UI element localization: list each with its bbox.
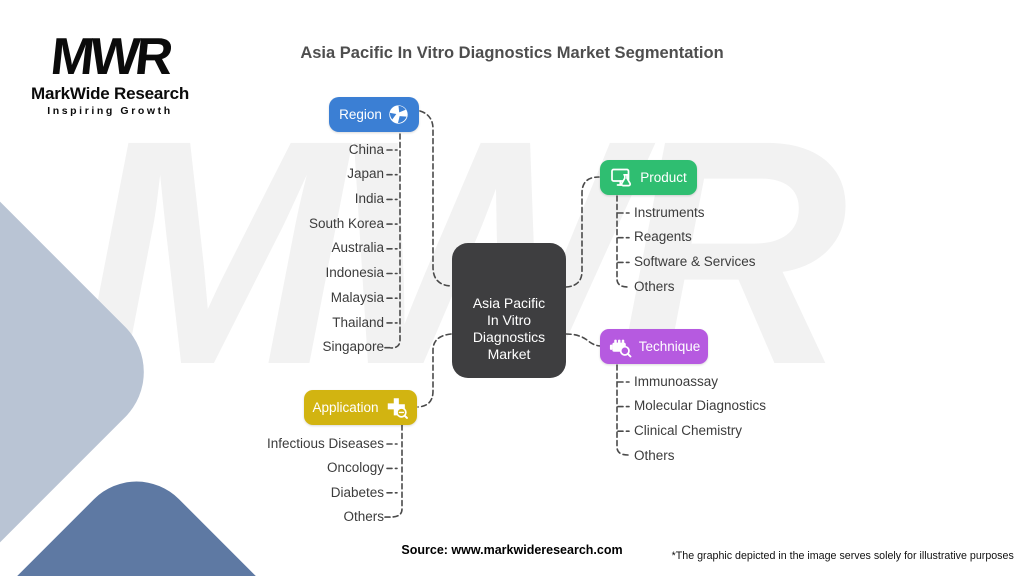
list-item: Clinical Chemistry <box>634 423 743 438</box>
product-button[interactable]: Product <box>600 160 697 195</box>
product-button-label: Product <box>640 170 687 185</box>
product-branch-line <box>565 176 600 288</box>
technique-branch-line <box>565 333 602 347</box>
list-item: China <box>348 141 384 157</box>
region-connectors <box>384 110 452 349</box>
center-node: Asia Pacific In Vitro Diagnostics Market <box>452 243 566 378</box>
list-item: Oncology <box>326 460 384 476</box>
region-button-label: Region <box>339 107 382 122</box>
technique-button-label: Technique <box>638 339 701 354</box>
region-button[interactable]: Region <box>329 97 419 132</box>
list-item: Thailand <box>332 314 384 330</box>
application-branch-line <box>417 333 452 408</box>
list-item: Infectious Diseases <box>266 435 384 451</box>
product-connectors <box>565 176 630 288</box>
logo-name: MarkWide Research <box>30 84 190 103</box>
medical-cross-magnifier-icon <box>385 396 409 420</box>
disclaimer-text: *The graphic depicted in the image serve… <box>671 550 1014 562</box>
technique-connectors <box>565 333 630 456</box>
list-item: Malaysia <box>330 289 384 305</box>
globe-icon <box>388 104 409 125</box>
center-node-line: In Vitro <box>486 312 532 328</box>
page-title: Asia Pacific In Vitro Diagnostics Market… <box>300 44 724 62</box>
list-item: Others <box>634 278 675 294</box>
list-item: Molecular Diagnostics <box>634 398 767 414</box>
list-item: Singapore <box>322 339 384 355</box>
list-item: Others <box>634 447 675 463</box>
product-spine-line <box>616 195 629 288</box>
list-item: Software & Services <box>634 254 756 269</box>
list-item: India <box>354 191 384 206</box>
list-item: Immunoassay <box>634 373 719 389</box>
list-item: Australia <box>331 240 384 256</box>
list-item: Others <box>343 509 384 525</box>
source-text: Source: www.markwideresearch.com <box>401 543 623 557</box>
technique-spine-line <box>616 364 629 456</box>
list-item: South Korea <box>308 215 384 231</box>
application-button-label: Application <box>312 400 379 415</box>
monitor-flask-icon <box>610 166 634 190</box>
application-connectors <box>384 333 452 518</box>
list-item: Instruments <box>634 204 705 220</box>
list-item: Diabetes <box>330 484 384 500</box>
engine-magnifier-icon <box>608 334 633 359</box>
center-node-line: Diagnostics <box>472 329 546 345</box>
region-spine-line <box>390 133 401 349</box>
application-spine-line <box>390 424 403 518</box>
list-item: Reagents <box>634 229 692 245</box>
logo: MWR MarkWide Research Inspiring Growth <box>25 28 195 117</box>
logo-tagline: Inspiring Growth <box>47 105 173 117</box>
region-branch-line <box>419 110 452 287</box>
list-item: Japan <box>347 166 384 182</box>
list-item: Indonesia <box>325 265 384 281</box>
center-node-line: Asia Pacific <box>472 295 546 311</box>
application-button[interactable]: Application <box>304 390 417 425</box>
technique-button[interactable]: Technique <box>600 329 708 364</box>
center-node-line: Market <box>487 346 531 362</box>
